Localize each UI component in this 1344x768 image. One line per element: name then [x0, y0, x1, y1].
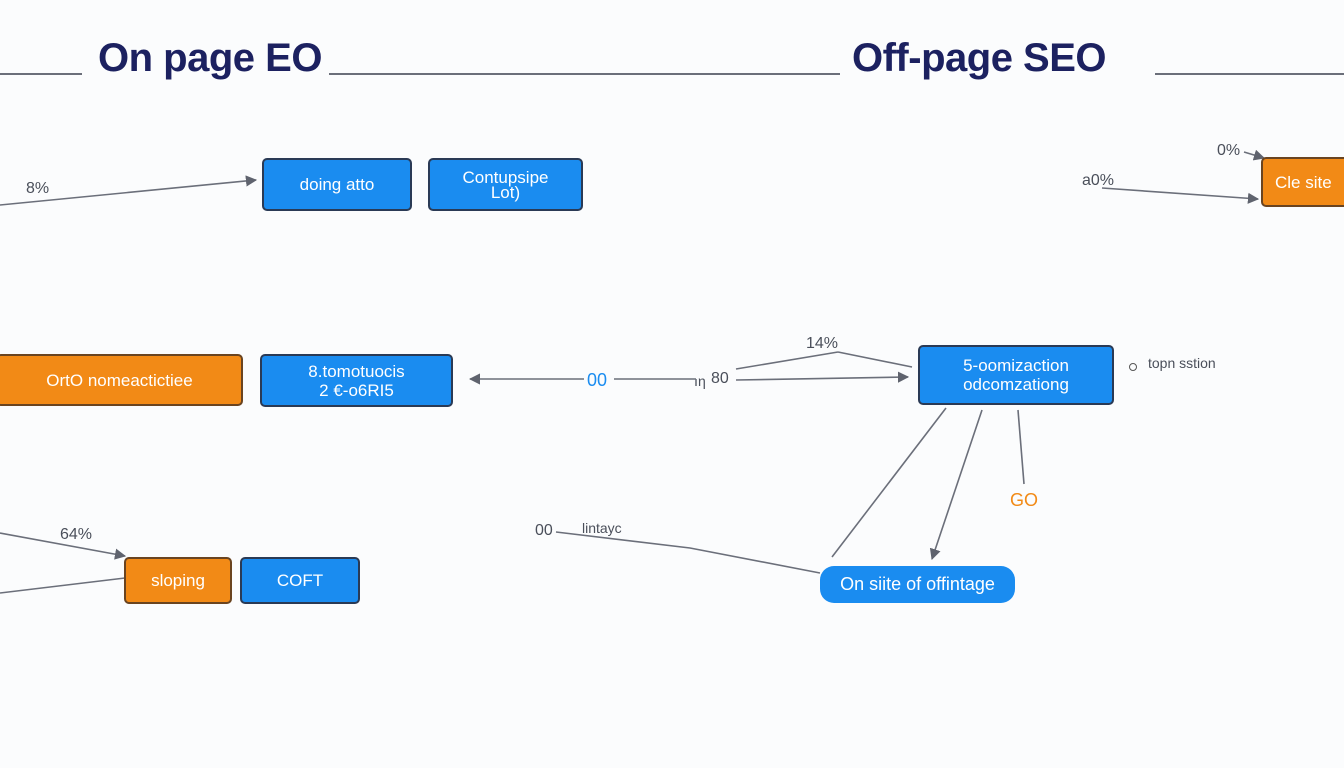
edge-ocomization-to-on-site-a [831, 407, 947, 558]
cle-site-node[interactable]: Cle site [1261, 157, 1344, 207]
label-topn-sstion: topn sstion [1148, 355, 1216, 371]
off-page-seo-heading: Off-page SEO [852, 36, 1107, 80]
cle-site-label: Cle site [1275, 172, 1332, 192]
label-lintayc: lintayc [582, 520, 622, 536]
tomotiocis-node[interactable]: 8.tomotuocis 2 €-o6RI5 [260, 354, 453, 407]
heading-rule-left-a [0, 73, 82, 75]
label-00-blue: 00 [587, 370, 608, 390]
doing-atto-label: doing atto [299, 175, 375, 194]
edge-ocomization-to-on-site-b [929, 409, 983, 561]
edge-64pct-to-sloping [0, 532, 127, 560]
edge-left-to-sloping [0, 577, 126, 594]
label-80-prefix: η [698, 373, 706, 389]
doing-atto-node[interactable]: doing atto [262, 158, 412, 211]
ocomization-label-line2: odcomzationg [963, 375, 1069, 394]
edge-80-to-ocomization [735, 371, 910, 383]
edge-ocomization-to-go [1017, 409, 1025, 485]
contupsipe-label-line1: Contupsipe [462, 167, 549, 187]
edge-0pct-to-cle-site [1243, 149, 1266, 161]
sloping-label: sloping [151, 571, 205, 590]
ocomization-node[interactable]: 5-oomizaction odcomzationg [918, 345, 1114, 405]
edge-00-to-on-site [555, 531, 821, 574]
contupsipe-node[interactable]: Contupsipe Lot) [428, 158, 583, 211]
on-site-offintage-node[interactable]: On siite of offintage [820, 566, 1015, 603]
orto-nomeactie-node[interactable]: OrtO nomeactictiee [0, 354, 243, 406]
edge-a0pct-to-cle-site [1101, 187, 1260, 204]
sloping-node[interactable]: sloping [124, 557, 232, 604]
on-site-offintage-label: On siite of offintage [840, 574, 995, 594]
ocomization-label-line1: 5-oomizaction [963, 356, 1069, 375]
coft-node[interactable]: COFT [240, 557, 360, 604]
label-go: GO [1010, 490, 1039, 510]
on-page-seo-heading: On page EO [98, 36, 322, 80]
edge-14pct-to-ocomization-b [735, 351, 839, 370]
contupsipe-label-line2: Lot) [490, 182, 521, 202]
topn-sstion-bullet-icon [1129, 363, 1137, 371]
label-00: 00 [535, 522, 553, 539]
tomotiocis-label-line1: 8.tomotuocis [308, 361, 405, 381]
label-64pct: 64% [60, 526, 93, 543]
tomotiocis-label-line2: 2 €-o6RI5 [319, 380, 394, 400]
label-80: 80 [711, 370, 729, 387]
edge-8pct-to-doing-atto [0, 175, 258, 206]
label-0pct: 0% [1217, 142, 1241, 159]
label-8pct: 8% [26, 180, 50, 197]
heading-rule-left-b [329, 73, 840, 75]
label-14pct: 14% [806, 335, 839, 352]
heading-rule-right [1155, 73, 1344, 75]
edge-14pct-to-ocomization-a [837, 351, 913, 368]
label-a0pct: a0% [1082, 172, 1115, 189]
coft-label: COFT [276, 571, 324, 590]
orto-nomeactie-label: OrtO nomeactictiee [46, 370, 193, 390]
